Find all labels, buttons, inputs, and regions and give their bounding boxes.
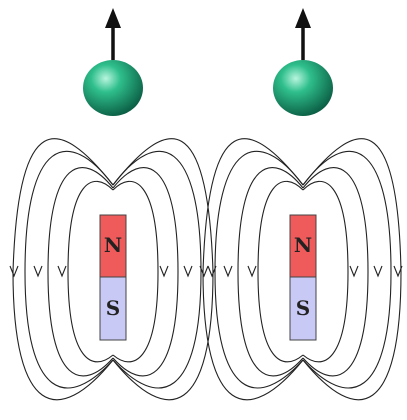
bar-magnet: N S <box>100 215 126 340</box>
north-label: N <box>294 233 312 257</box>
down-arrow-icon <box>374 266 382 276</box>
particle <box>273 8 333 116</box>
magnet-unit-1: N S <box>10 8 216 400</box>
sphere-icon <box>83 60 143 116</box>
south-label: S <box>296 296 310 320</box>
particle <box>83 8 143 116</box>
down-arrow-icon <box>58 266 66 276</box>
field-line <box>13 139 113 400</box>
down-arrow-icon <box>34 266 42 276</box>
magnet-unit-2: N S <box>200 8 402 400</box>
up-arrow-icon <box>105 8 121 28</box>
down-arrow-icon <box>160 266 168 276</box>
north-label: N <box>104 233 122 257</box>
down-arrow-icon <box>10 266 18 276</box>
down-arrow-icon <box>184 266 192 276</box>
down-arrow-icon <box>248 266 256 276</box>
field-line <box>203 139 303 400</box>
bar-magnet: N S <box>290 215 316 340</box>
down-arrow-icon <box>224 266 232 276</box>
south-label: S <box>106 296 120 320</box>
sphere-icon <box>273 60 333 116</box>
up-arrow-icon <box>295 8 311 28</box>
field-line <box>113 139 213 400</box>
field-line <box>303 139 401 400</box>
down-arrow-icon <box>350 266 358 276</box>
